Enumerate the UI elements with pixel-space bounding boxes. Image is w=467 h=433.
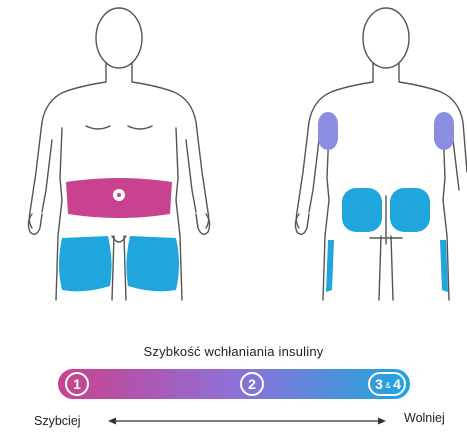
front-head	[96, 8, 142, 68]
marker-1-label: 1	[73, 376, 81, 392]
back-right-arm-zone	[434, 112, 454, 150]
marker-ampersand: &	[385, 381, 391, 390]
front-left-thigh-zone	[59, 236, 112, 291]
back-head	[363, 8, 409, 68]
navel-dot	[117, 193, 121, 197]
slower-label: Wolniej	[404, 411, 445, 425]
front-right-thigh-zone	[126, 236, 179, 291]
back-right-buttock-zone	[390, 188, 430, 232]
back-arm-inner	[309, 140, 459, 212]
faster-label: Szybciej	[34, 414, 81, 428]
marker-4-label: 4	[393, 376, 401, 392]
back-left-arm-zone	[318, 112, 338, 150]
front-chest-lines	[86, 126, 152, 129]
marker-3-label: 3	[375, 376, 383, 392]
back-left-thigh-side-zone	[326, 240, 334, 292]
absorption-speed-title: Szybkość wchłaniania insuliny	[0, 344, 467, 359]
front-body-figure	[28, 8, 209, 300]
back-left-buttock-zone	[342, 188, 382, 232]
marker-2-label: 2	[248, 376, 256, 392]
absorption-speed-bar	[58, 369, 410, 399]
faster-slower-arrow	[108, 418, 386, 425]
